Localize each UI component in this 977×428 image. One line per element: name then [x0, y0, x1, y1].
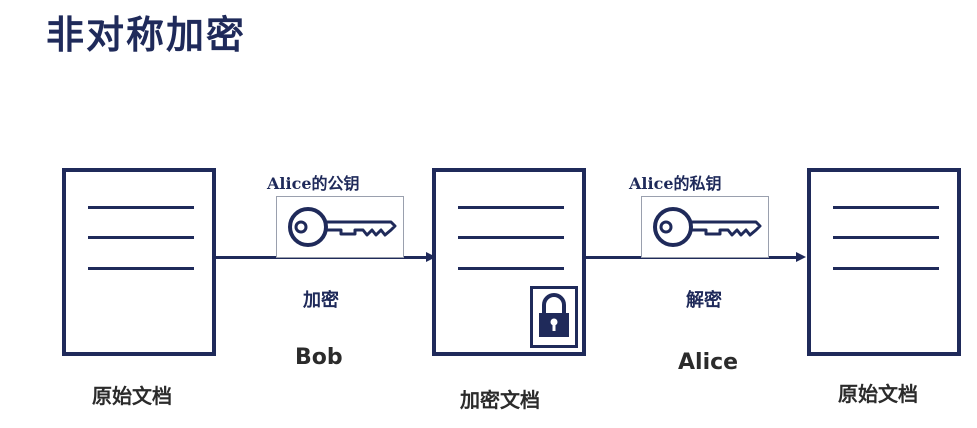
text-line [458, 267, 564, 270]
public-key-label: Alice的公钥 [267, 174, 360, 193]
encrypted-document [432, 168, 586, 356]
arrow-decrypt-head [796, 252, 806, 262]
key-icon [653, 207, 762, 247]
original-document-right-label: 原始文档 [838, 382, 918, 406]
public-key-box [276, 196, 404, 258]
original-document-left [62, 168, 216, 356]
original-document-right [807, 168, 961, 356]
text-line [833, 267, 939, 270]
private-key-label: Alice的私钥 [629, 174, 722, 193]
text-line [833, 236, 939, 239]
arrow-encrypt-head [426, 252, 436, 262]
sender-label: Bob [295, 345, 343, 370]
text-line [88, 236, 194, 239]
text-line [88, 206, 194, 209]
text-line [458, 236, 564, 239]
text-line [458, 206, 564, 209]
decrypt-label: 解密 [686, 290, 722, 311]
receiver-label: Alice [678, 350, 739, 375]
original-document-left-label: 原始文档 [92, 384, 172, 408]
private-key-box [641, 196, 769, 258]
padlock-icon [539, 293, 569, 337]
lock-frame [530, 286, 578, 348]
text-line [833, 206, 939, 209]
text-line [88, 267, 194, 270]
encrypt-label: 加密 [303, 290, 339, 311]
key-icon [288, 207, 397, 247]
page-title: 非对称加密 [46, 13, 247, 57]
encrypted-document-label: 加密文档 [460, 388, 540, 412]
